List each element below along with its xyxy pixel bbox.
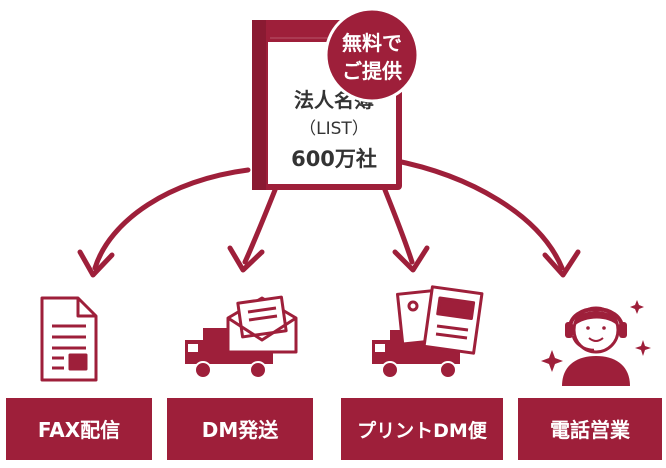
print-dm-truck-icon — [372, 285, 484, 379]
label-dm-text: DM発送 — [202, 418, 280, 442]
label-dm: DM発送 — [167, 398, 313, 460]
label-fax-text: FAX配信 — [38, 418, 120, 442]
label-fax: FAX配信 — [6, 398, 152, 460]
free-badge: 無料で ご提供 — [324, 7, 420, 103]
call-center-operator-icon — [541, 300, 651, 386]
arrow-to-fax-head — [77, 249, 115, 278]
arrow-to-dm — [242, 187, 278, 265]
sparkle-icon — [635, 340, 651, 356]
arrow-to-print-dm — [382, 187, 415, 265]
badge-line1: 無料で — [342, 31, 402, 55]
arrow-to-print-dm-head — [392, 245, 430, 273]
arrow-to-fax — [92, 167, 251, 271]
arrows — [77, 157, 581, 278]
book-count: 600万社 — [291, 147, 377, 171]
fax-document-icon — [40, 296, 98, 382]
dm-truck-icon — [185, 295, 298, 379]
book-subtitle: （LIST） — [299, 119, 369, 139]
channel-labels: FAX配信 DM発送 プリントDM便 電話営業 — [6, 398, 662, 460]
sparkle-icon — [541, 350, 563, 372]
label-phone: 電話営業 — [518, 398, 662, 460]
arrow-to-phone — [389, 157, 565, 271]
sparkle-icon — [630, 300, 644, 314]
label-print-dm: プリントDM便 — [341, 398, 503, 460]
badge-line2: ご提供 — [342, 59, 402, 83]
label-phone-text: 電話営業 — [550, 418, 631, 442]
label-print-dm-text: プリントDM便 — [357, 419, 488, 442]
arrow-to-dm-head — [227, 245, 265, 273]
arrow-to-phone-head — [542, 249, 581, 278]
